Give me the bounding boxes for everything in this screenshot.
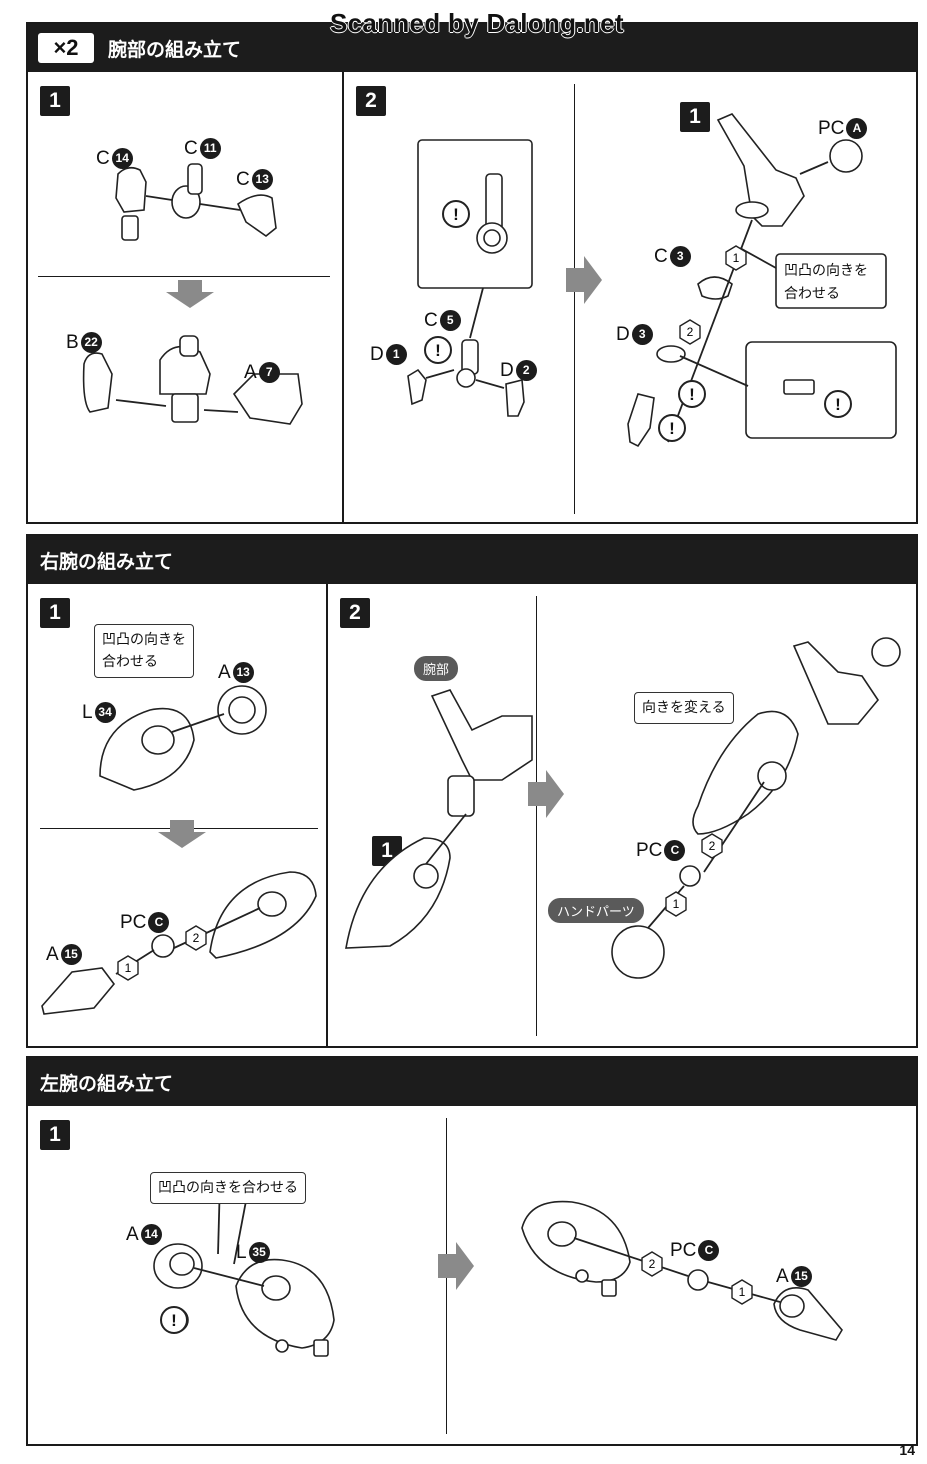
section-title: 右腕の組み立て (40, 551, 174, 573)
svg-text:!: ! (453, 205, 459, 224)
arm-assembly-illustration: ! ! ! ! ! 1 2 (82, 113, 897, 448)
svg-text:1: 1 (733, 251, 740, 265)
arrow-down-icon (166, 280, 214, 308)
svg-text:2: 2 (649, 1257, 656, 1271)
caution-icon: ! ! ! ! ! (424, 200, 852, 442)
section-left-arm-assembly: 左腕の組み立て 1 (26, 1056, 918, 1446)
divider (326, 584, 328, 1046)
right-arm-illustration: 1 2 1 2 (41, 637, 901, 1015)
arm-pill: 腕部 (414, 656, 459, 681)
divider (342, 72, 344, 522)
divider (38, 276, 330, 277)
page-number: 14 (899, 1442, 915, 1458)
svg-text:2: 2 (193, 931, 200, 945)
callout-text: 向きを変える (634, 692, 734, 724)
section-arm-assembly: ×2 腕部の組み立て 1 2 1 (26, 22, 918, 524)
arrow-down-icon (158, 820, 206, 848)
svg-text:1: 1 (739, 1285, 746, 1299)
section-header: 右腕の組み立て (28, 536, 916, 584)
multiplier-badge: ×2 (38, 33, 94, 63)
step-number: 1 (40, 86, 70, 116)
svg-text:1: 1 (125, 961, 132, 975)
arrow-right-icon (528, 770, 564, 818)
step-number: 2 (340, 598, 370, 628)
svg-text:!: ! (669, 419, 675, 438)
watermark: Scanned by Dalong.net (330, 8, 624, 38)
divider (536, 596, 537, 1036)
divider (574, 84, 575, 514)
svg-text:!: ! (171, 1311, 177, 1330)
arrow-right-icon (566, 256, 602, 304)
step-number: 2 (356, 86, 386, 116)
sub-step-number: 1 (680, 102, 710, 132)
section-header: 左腕の組み立て (28, 1058, 916, 1106)
callout-text: 凹凸の向きを 合わせる (784, 263, 868, 302)
svg-text:1: 1 (673, 897, 680, 911)
svg-text:!: ! (689, 385, 695, 404)
hand-parts-pill: ハンドパーツ (548, 898, 644, 923)
svg-text:!: ! (835, 395, 841, 414)
svg-text:!: ! (435, 341, 441, 360)
section-header: ×2 腕部の組み立て (28, 24, 916, 72)
callout-text: 凹凸の向きを 合わせる (94, 624, 194, 678)
callout-text: 凹凸の向きを合わせる (150, 1172, 306, 1204)
section-title: 左腕の組み立て (40, 1073, 174, 1095)
left-arm-illustration: ! 2 1 (153, 1179, 843, 1357)
arrow-right-icon (438, 1242, 474, 1290)
section-title: 腕部の組み立て (108, 39, 242, 61)
caution-icon: ! (160, 1306, 188, 1334)
step-number: 1 (40, 1120, 70, 1150)
step-number: 1 (40, 598, 70, 628)
section-right-arm-assembly: 右腕の組み立て 1 2 1 (26, 534, 918, 1048)
svg-text:2: 2 (687, 325, 694, 339)
svg-text:2: 2 (709, 839, 716, 853)
